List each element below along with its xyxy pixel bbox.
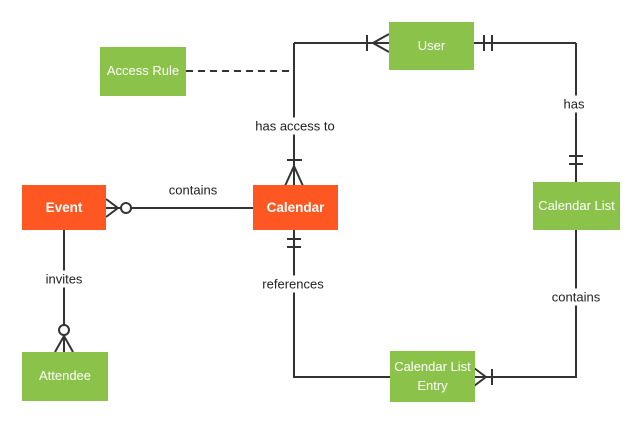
zero-optional-circle (120, 202, 132, 214)
relationship-label-invites: invites (41, 270, 87, 288)
relationship-label-contains-top: contains (164, 181, 222, 199)
exactly-one-double-tick (287, 238, 301, 248)
entity-attendee: Attendee (22, 352, 108, 401)
edge-references (293, 230, 390, 378)
zero-optional-circle (58, 324, 70, 336)
relationship-label-contains-right: contains (547, 288, 605, 306)
entity-access-rule: Access Rule (100, 47, 186, 96)
crows-foot-many (473, 367, 487, 387)
exactly-one-double-tick (483, 35, 493, 51)
entity-user: User (389, 22, 474, 70)
entity-user-label: User (417, 37, 446, 53)
entity-calendar-list: Calendar List (533, 182, 620, 230)
entity-calendar-label: Calendar (266, 199, 325, 215)
entity-event-label: Event (45, 199, 83, 215)
crows-foot-many (105, 198, 119, 218)
relationship-label-has: has (559, 95, 589, 113)
relationship-label-has-access-to: has access to (251, 117, 339, 135)
crows-foot-many (284, 165, 304, 187)
entity-calendar-list-entry: Calendar List Entry (390, 351, 475, 402)
entity-event: Event (22, 185, 106, 230)
entity-attendee-label: Attendee (38, 368, 92, 384)
exactly-one-double-tick (569, 155, 583, 165)
entity-calendar-list-entry-label: Calendar List Entry (394, 358, 471, 393)
entity-access-rule-label: Access Rule (106, 63, 180, 79)
crows-foot-many (372, 33, 390, 53)
edge-contains-right (474, 230, 577, 378)
entity-calendar-list-label: Calendar List (538, 197, 615, 213)
relationship-label-references: references (258, 275, 328, 293)
entity-calendar: Calendar (253, 185, 338, 230)
crows-foot-many (54, 335, 74, 353)
